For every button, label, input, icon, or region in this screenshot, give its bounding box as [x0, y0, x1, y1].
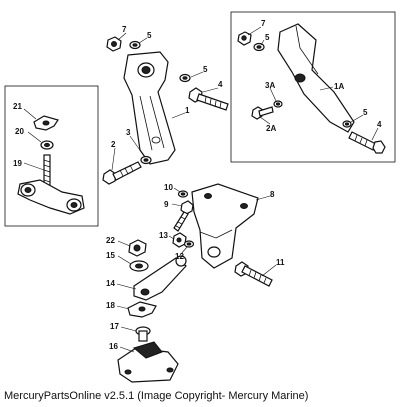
part-10-washer — [177, 190, 189, 198]
part-1-bracket — [123, 51, 176, 165]
part-21-wing-nut — [33, 115, 59, 131]
callout-15: 15 — [106, 251, 115, 260]
part-9-bolt — [173, 200, 194, 232]
inset-box-left — [4, 85, 99, 227]
callout-21: 21 — [13, 102, 22, 111]
callout-20: 20 — [15, 127, 24, 136]
callout-5b: 5 — [203, 65, 208, 74]
inset-part-7-nut — [237, 31, 252, 46]
callout-11: 11 — [276, 258, 285, 267]
inset-box-right — [230, 11, 396, 163]
callout-2: 2 — [111, 140, 116, 149]
callout-16: 16 — [109, 342, 118, 351]
part-8-mount-bracket — [191, 183, 259, 269]
callout-19: 19 — [13, 159, 22, 168]
part-14-link — [133, 255, 187, 301]
part-3-washer — [140, 155, 152, 165]
part-11-bolt — [234, 261, 273, 287]
part-20-washer — [40, 140, 54, 150]
leader-lines — [23, 26, 379, 353]
callout-3a: 3A — [265, 81, 275, 90]
callout-7b: 7 — [261, 19, 266, 28]
part-2a-bolt — [251, 106, 274, 120]
callout-5c: 5 — [265, 33, 270, 42]
part-17-stud — [135, 326, 151, 342]
part-5-washer-b — [179, 73, 191, 83]
callout-9: 9 — [164, 200, 169, 209]
part-18-wing-nut — [127, 301, 157, 318]
callout-14: 14 — [106, 279, 115, 288]
callout-5: 5 — [147, 31, 152, 40]
part-22-nut — [128, 239, 147, 257]
inset-part-5-washer-b — [342, 120, 352, 128]
callout-7: 7 — [122, 25, 127, 34]
inset-part-5-washer — [253, 42, 265, 52]
callout-12: 12 — [175, 252, 184, 261]
part-1a-bracket — [277, 23, 355, 133]
part-5-washer — [129, 40, 141, 50]
callout-1: 1 — [185, 106, 190, 115]
callout-5d: 5 — [363, 108, 368, 117]
callout-17: 17 — [110, 322, 119, 331]
part-16-mount-base — [117, 341, 179, 383]
image-caption: MercuryPartsOnline v2.5.1 (Image Copyrig… — [4, 390, 309, 402]
callout-18: 18 — [106, 301, 115, 310]
callout-22: 22 — [106, 236, 115, 245]
part-7-nut — [106, 36, 122, 52]
exploded-parts-diagram: 7 5 5 4 1 3 2 7 5 3A 2A 1A 5 4 21 20 19 … — [4, 11, 396, 383]
part-12-washer — [183, 240, 195, 248]
callout-13: 13 — [159, 231, 168, 240]
inset-part-3a-washer — [273, 100, 283, 108]
callout-4: 4 — [218, 80, 223, 89]
part-19-arm — [17, 154, 85, 215]
callout-4b: 4 — [377, 120, 382, 129]
inset-part-4-bolt — [348, 131, 386, 154]
callout-10: 10 — [164, 183, 173, 192]
part-4-bolt — [188, 87, 229, 111]
callout-8: 8 — [270, 190, 275, 199]
callout-2a: 2A — [266, 124, 276, 133]
callout-3: 3 — [126, 128, 131, 137]
callout-labels: 7 5 5 4 1 3 2 7 5 3A 2A 1A 5 4 21 20 19 … — [13, 19, 382, 351]
callout-1a: 1A — [334, 82, 344, 91]
part-15-washer — [129, 260, 149, 272]
part-2-bolt — [102, 161, 142, 185]
